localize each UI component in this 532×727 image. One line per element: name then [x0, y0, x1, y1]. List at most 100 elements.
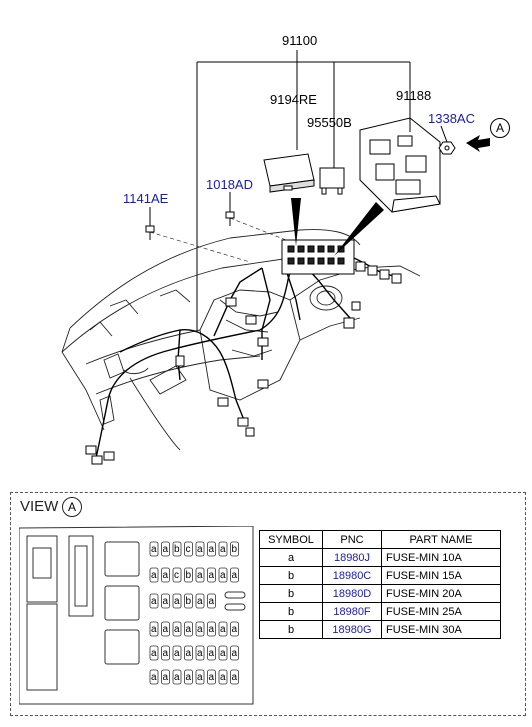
fuse-slot	[207, 621, 216, 637]
fuse-slot	[184, 669, 193, 685]
fuse-symbol: a	[209, 648, 215, 659]
fuse-slot	[161, 541, 170, 557]
fuse-symbol: a	[151, 596, 157, 607]
header-pnc: PNC	[322, 530, 382, 549]
fuse-slot	[149, 669, 159, 685]
fuse-slot	[172, 669, 182, 685]
fuse-symbol: a	[151, 624, 157, 635]
fuse-symbol: a	[186, 624, 192, 635]
fuse-symbol: b	[174, 544, 180, 555]
fuse-symbol: a	[197, 544, 203, 555]
row-pnc-link[interactable]: 18980F	[322, 602, 382, 621]
fuse-symbol: a	[232, 570, 238, 581]
fuse-symbol: a	[232, 624, 238, 635]
fuse-slot	[195, 645, 205, 661]
fuse-symbol: a	[197, 570, 203, 581]
fuse-symbol: a	[197, 624, 203, 635]
fuse-slot	[184, 593, 193, 609]
fuse-slot	[149, 541, 159, 557]
fuse-slot	[172, 645, 182, 661]
fuse-symbol: a	[209, 624, 215, 635]
fuse-legend-table: SYMBOL PNC PART NAME a 18980J FUSE-MIN 1…	[259, 530, 501, 639]
fuse-slot	[207, 593, 216, 609]
view-title-marker: A	[62, 497, 82, 517]
fuse-symbol: a	[209, 672, 215, 683]
fuse-slot	[172, 593, 182, 609]
row-pnc-link[interactable]: 18980G	[322, 620, 382, 639]
row-symbol: a	[259, 548, 323, 567]
table-row: b 18980C FUSE-MIN 15A	[259, 566, 501, 585]
fuse-slot	[207, 541, 216, 557]
row-pnc-link[interactable]: 18980C	[322, 566, 382, 585]
fuse-slot	[172, 541, 182, 557]
fuse-symbol: a	[163, 624, 169, 635]
row-symbol: b	[259, 602, 323, 621]
fuse-symbol: a	[220, 624, 226, 635]
fuse-symbol: a	[174, 648, 180, 659]
fuse-symbol: a	[163, 672, 169, 683]
fuse-symbol: a	[197, 648, 203, 659]
fuse-slot	[195, 567, 205, 583]
fuse-slot	[207, 669, 216, 685]
fuse-symbol: a	[209, 570, 215, 581]
fuse-slot	[195, 669, 205, 685]
fuse-slot	[161, 593, 170, 609]
view-title: VIEW	[20, 498, 59, 515]
fuse-symbol: b	[186, 570, 192, 581]
fuse-slot	[230, 567, 239, 583]
fuse-symbol: a	[220, 570, 226, 581]
fuse-symbol: a	[232, 672, 238, 683]
fuse-symbol: a	[209, 596, 215, 607]
fuse-slot	[195, 593, 205, 609]
callout-1338AC: 1338AC	[428, 111, 475, 126]
fuse-symbol: a	[186, 648, 192, 659]
fuse-slot	[230, 669, 239, 685]
fuse-slot	[149, 593, 159, 609]
table-row: b 18980F FUSE-MIN 25A	[259, 602, 501, 621]
callout-95550B: 95550B	[307, 115, 352, 130]
table-row: a 18980J FUSE-MIN 10A	[259, 548, 501, 567]
fuse-slot	[230, 541, 239, 557]
fuse-symbol: a	[220, 648, 226, 659]
fuse-symbol: a	[174, 624, 180, 635]
fuse-slot	[149, 645, 159, 661]
row-symbol: b	[259, 620, 323, 639]
row-part-name: FUSE-MIN 15A	[381, 566, 501, 585]
fuse-symbol: a	[151, 544, 157, 555]
fuse-symbol: a	[186, 672, 192, 683]
fuse-slot	[195, 621, 205, 637]
fuse-symbol: c	[186, 544, 191, 555]
fuse-slot	[230, 645, 239, 661]
fuse-slot	[195, 541, 205, 557]
fuse-symbol: a	[163, 544, 169, 555]
wiring-harness-illustration	[61, 50, 490, 465]
fuse-slot	[161, 669, 170, 685]
row-symbol: b	[259, 566, 323, 585]
fuse-symbol: a	[220, 544, 226, 555]
row-symbol: b	[259, 584, 323, 603]
fuse-symbol: b	[186, 596, 192, 607]
callout-91188: 91188	[396, 88, 432, 103]
callout-1141AE: 1141AE	[123, 191, 169, 206]
fuse-symbol: a	[151, 648, 157, 659]
fuse-slot	[172, 621, 182, 637]
table-row: b 18980D FUSE-MIN 20A	[259, 584, 501, 603]
fuse-slot	[161, 567, 170, 583]
fuse-symbol: a	[163, 596, 169, 607]
callout-1018AD: 1018AD	[206, 177, 253, 192]
fuse-slot	[218, 541, 228, 557]
row-pnc-link[interactable]: 18980J	[322, 548, 382, 567]
fuse-slot	[207, 645, 216, 661]
fuse-symbol: a	[197, 596, 203, 607]
fuse-slot	[218, 645, 228, 661]
fuse-symbol: a	[151, 672, 157, 683]
fuse-legend-header-row: SYMBOL PNC PART NAME	[259, 530, 501, 549]
row-pnc-link[interactable]: 18980D	[322, 584, 382, 603]
fuse-symbol: a	[220, 672, 226, 683]
row-part-name: FUSE-MIN 30A	[381, 620, 501, 639]
callout-91100: 91100	[282, 33, 318, 48]
fuse-symbol: a	[197, 672, 203, 683]
row-part-name: FUSE-MIN 10A	[381, 548, 501, 567]
